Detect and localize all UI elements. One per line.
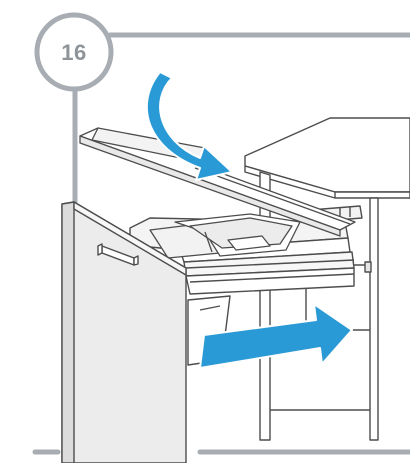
arrow-right-icon: [199, 303, 353, 369]
curved-arrow-down-icon: [145, 71, 233, 181]
step-badge-circle: [34, 12, 114, 92]
step-frame: [32, 32, 410, 455]
cabinet-right-panel: [369, 197, 379, 441]
lid-edge: [79, 135, 341, 237]
cabinet-side-panel: [259, 171, 271, 441]
front-panel: [61, 201, 187, 463]
waste-bins: [149, 213, 301, 259]
lower-rail: [185, 267, 355, 295]
step-number: 16: [61, 40, 86, 65]
step-badge: 16: [34, 12, 114, 92]
door-handle: [97, 243, 139, 266]
